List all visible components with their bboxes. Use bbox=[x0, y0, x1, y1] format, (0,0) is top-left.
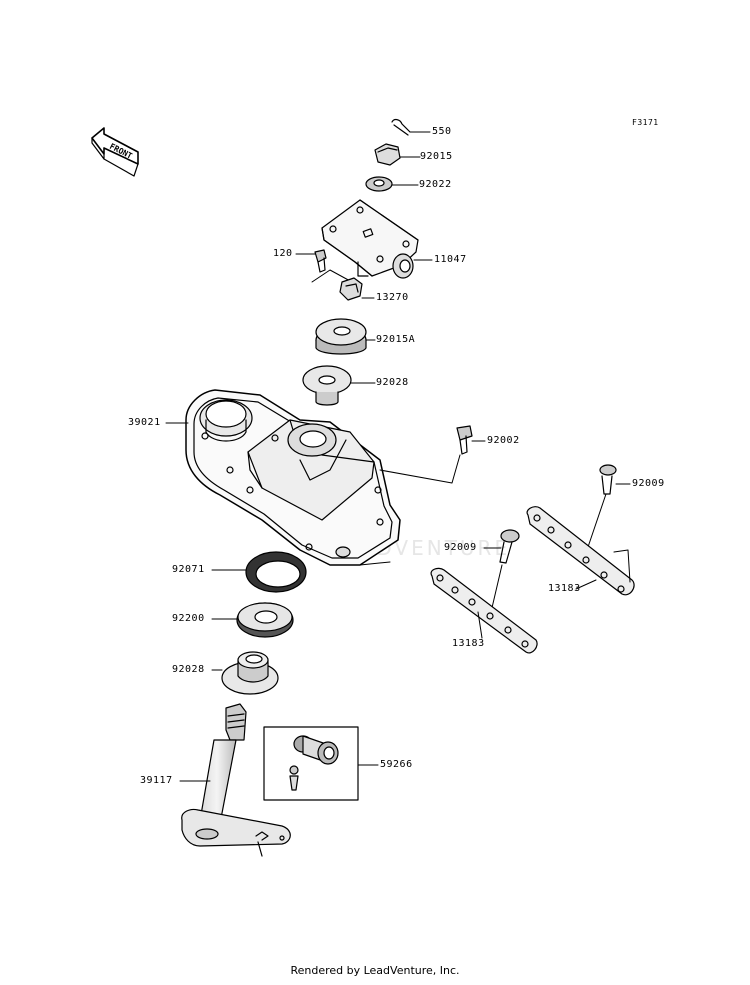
steering-shaft-39117 bbox=[180, 704, 290, 856]
bolt-92002 bbox=[457, 426, 485, 454]
label-92022: 92022 bbox=[419, 179, 452, 190]
label-92015: 92015 bbox=[420, 151, 453, 162]
figure-code: F3171 bbox=[632, 118, 659, 127]
bolt-92009-left bbox=[484, 530, 519, 612]
bolt-92009-right bbox=[588, 465, 630, 547]
housing-39021 bbox=[166, 390, 460, 565]
label-39021: 39021 bbox=[128, 417, 161, 428]
footer-credit: Rendered by LeadVenture, Inc. bbox=[290, 964, 460, 977]
plate-13183-right bbox=[527, 507, 634, 595]
label-92071: 92071 bbox=[172, 564, 205, 575]
bracket-11047 bbox=[322, 200, 432, 278]
label-92009-right: 92009 bbox=[632, 478, 665, 489]
label-13183-left: 13183 bbox=[452, 638, 485, 649]
bolt-120 bbox=[296, 250, 352, 282]
plate-13183-left bbox=[431, 568, 537, 653]
label-39117: 39117 bbox=[140, 775, 173, 786]
bushing-92028-lower bbox=[212, 652, 278, 694]
ball-joint-kit-59266 bbox=[264, 727, 378, 800]
label-13270: 13270 bbox=[376, 292, 409, 303]
label-550: 550 bbox=[432, 126, 452, 137]
front-arrow-icon bbox=[92, 128, 138, 176]
cotter-pin-550 bbox=[392, 120, 430, 135]
bushing-92028-upper bbox=[303, 366, 375, 405]
label-92028-upper: 92028 bbox=[376, 377, 409, 388]
label-92200: 92200 bbox=[172, 613, 205, 624]
nut-92015A bbox=[316, 319, 375, 354]
label-120: 120 bbox=[273, 248, 293, 259]
label-92009-left: 92009 bbox=[444, 542, 477, 553]
label-92015A: 92015A bbox=[376, 334, 416, 345]
label-92002: 92002 bbox=[487, 435, 520, 446]
castle-nut-92015 bbox=[375, 144, 420, 165]
label-59266: 59266 bbox=[380, 759, 413, 770]
label-92028-lower: 92028 bbox=[172, 664, 205, 675]
clip-13270 bbox=[340, 278, 374, 300]
seal-92071 bbox=[212, 552, 306, 592]
washer-92200 bbox=[212, 603, 293, 637]
washer-92022 bbox=[366, 177, 418, 191]
label-11047: 11047 bbox=[434, 254, 467, 265]
label-13183-right: 13183 bbox=[548, 583, 581, 594]
